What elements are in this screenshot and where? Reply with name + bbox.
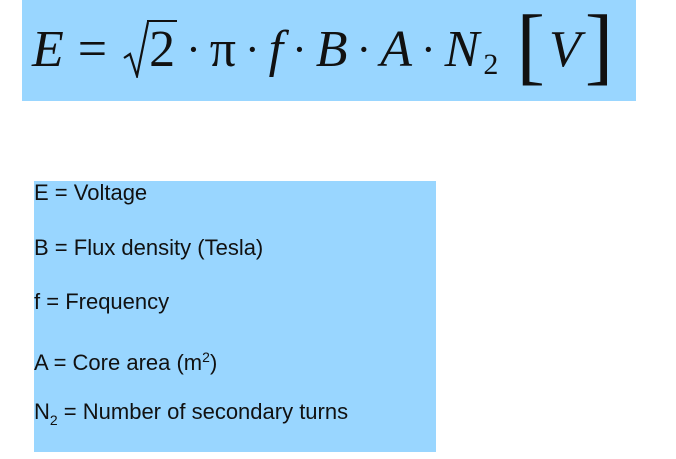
formula-dot-3: · <box>292 24 307 74</box>
legend-item-frequency: f = Frequency <box>34 289 169 315</box>
legend-box: E = Voltage B = Flux density (Tesla) f =… <box>34 180 436 452</box>
formula-dot-1: · <box>186 24 201 74</box>
legend-text: = Flux density (Tesla) <box>48 235 264 260</box>
legend-text-after: ) <box>209 350 218 375</box>
formula-b: B <box>315 20 348 78</box>
formula-n-subscript: 2 <box>483 48 499 81</box>
formula-dot-4: · <box>356 24 372 74</box>
formula-bracket-close: ] <box>584 0 614 93</box>
legend-subscript: 2 <box>49 412 58 428</box>
legend-text: = Number of secondary turns <box>57 399 349 424</box>
formula-equals: = <box>77 20 108 78</box>
formula-n: N <box>444 20 480 78</box>
legend-item-flux-density: B = Flux density (Tesla) <box>34 235 263 261</box>
formula-pi: π <box>209 20 237 78</box>
formula-e: E <box>32 20 64 78</box>
voltage-formula: E = 2 · π · f · B · A · N 2 [ V ] <box>32 2 613 94</box>
legend-superscript: 2 <box>202 349 210 365</box>
formula-f: f <box>268 20 284 78</box>
legend-item-secondary-turns: N2 = Number of secondary turns <box>34 399 348 433</box>
legend-item-core-area: A = Core area (m2) <box>34 344 217 376</box>
formula-dot-2: · <box>245 24 260 74</box>
legend-symbol: f <box>34 289 41 314</box>
legend-symbol: B <box>34 235 49 260</box>
legend-item-voltage: E = Voltage <box>34 180 147 206</box>
legend-text: = Frequency <box>40 289 170 314</box>
formula-unit: [ V ] <box>516 2 613 89</box>
legend-text: = Voltage <box>48 180 148 205</box>
formula-a: A <box>380 20 412 78</box>
formula-sqrt: 2 <box>123 20 178 78</box>
legend-symbol: A <box>34 350 48 375</box>
formula-unit-v: V <box>548 20 581 78</box>
sqrt-icon <box>123 21 150 78</box>
legend-text: = Core area (m <box>47 350 203 375</box>
legend-symbol: E <box>34 180 49 205</box>
legend-symbol: N <box>34 399 50 424</box>
formula-box: E = 2 · π · f · B · A · N 2 [ V ] <box>22 0 636 101</box>
formula-dot-5: · <box>420 24 436 74</box>
formula-bracket-open: [ <box>516 0 545 93</box>
formula-radicand: 2 <box>147 20 178 78</box>
